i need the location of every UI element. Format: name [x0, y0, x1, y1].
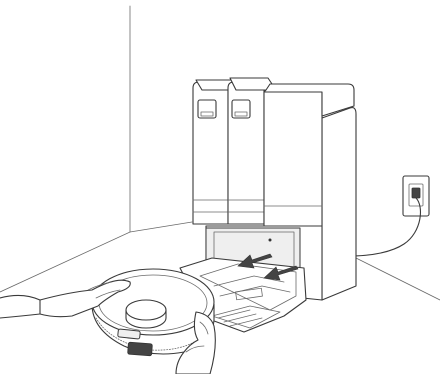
power-outlet-icon [403, 176, 429, 216]
